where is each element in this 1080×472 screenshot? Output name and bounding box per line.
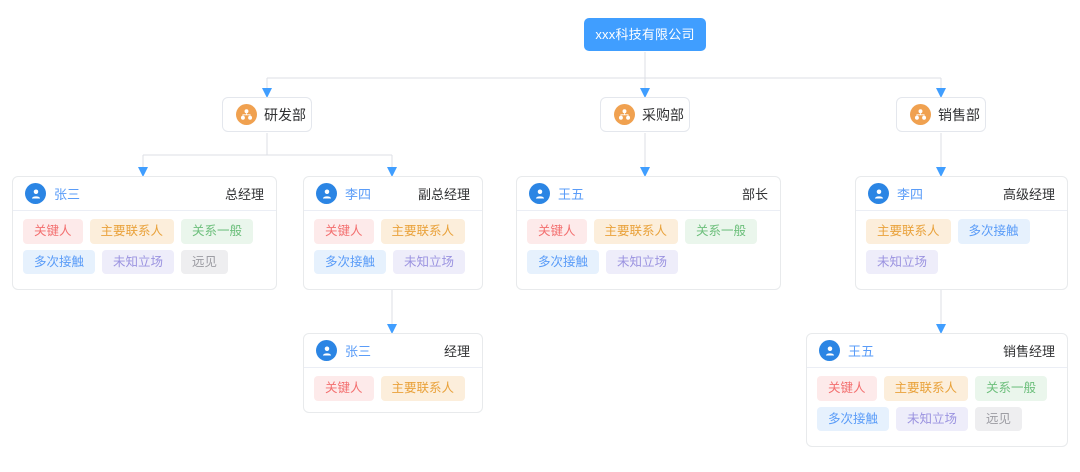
user-avatar-icon [868,183,889,204]
person-card-header: 李四 高级经理 [856,177,1067,211]
person-card-header: 张三 经理 [304,334,482,368]
dept-node-label: 研发部 [264,106,306,123]
person-card-header: 张三 总经理 [13,177,276,211]
person-tag-list: 关键人 主要联系人 关系一般 多次接触 未知立场 远见 [807,368,1067,440]
person-card-p5[interactable]: 张三 经理 关键人 主要联系人 [303,333,483,413]
person-title: 副总经理 [417,187,470,202]
user-avatar-icon [819,340,840,361]
tag-main-contact[interactable]: 主要联系人 [89,219,175,244]
tag-multiple-contact[interactable]: 多次接触 [23,249,96,274]
person-title: 经理 [443,344,470,359]
person-name: 王五 [558,187,585,202]
tag-multiple-contact[interactable]: 多次接触 [527,249,600,274]
person-name: 张三 [54,187,81,202]
person-card-p3[interactable]: 王五 部长 关键人 主要联系人 关系一般 多次接触 未知立场 [516,176,781,290]
org-tree-icon [614,104,635,125]
user-avatar-icon [25,183,46,204]
person-card-p6[interactable]: 王五 销售经理 关键人 主要联系人 关系一般 多次接触 未知立场 远见 [806,333,1068,447]
dept-node-purchasing[interactable]: 采购部 [600,97,690,132]
tag-main-contact[interactable]: 主要联系人 [380,376,466,401]
person-tag-list: 关键人 主要联系人 关系一般 多次接触 未知立场 远见 [13,211,276,283]
person-name: 李四 [897,187,924,202]
tag-key-person[interactable]: 关键人 [527,219,587,244]
tag-unknown-stance[interactable]: 未知立场 [393,249,466,274]
person-card-header: 王五 销售经理 [807,334,1067,368]
tag-multiple-contact[interactable]: 多次接触 [817,406,890,431]
dept-node-rd[interactable]: 研发部 [222,97,312,132]
user-avatar-icon [316,183,337,204]
root-node-company[interactable]: xxx科技有限公司 [584,18,706,51]
person-card-header: 李四 副总经理 [304,177,482,211]
person-tag-list: 关键人 主要联系人 [304,368,482,410]
tag-main-contact[interactable]: 主要联系人 [380,219,466,244]
org-tree-icon [910,104,931,125]
root-node-label: xxx科技有限公司 [595,27,695,42]
person-name: 王五 [848,344,875,359]
tag-normal-relation[interactable]: 关系一般 [685,219,758,244]
tag-multiple-contact[interactable]: 多次接触 [314,249,387,274]
tag-unknown-stance[interactable]: 未知立场 [866,249,939,274]
dept-node-label: 销售部 [938,106,980,123]
person-tag-list: 关键人 主要联系人 关系一般 多次接触 未知立场 [517,211,780,283]
tag-normal-relation[interactable]: 关系一般 [975,376,1048,401]
person-card-p2[interactable]: 李四 副总经理 关键人 主要联系人 多次接触 未知立场 [303,176,483,290]
person-title: 高级经理 [1002,187,1055,202]
person-card-p1[interactable]: 张三 总经理 关键人 主要联系人 关系一般 多次接触 未知立场 远见 [12,176,277,290]
dept-node-label: 采购部 [642,106,684,123]
user-avatar-icon [529,183,550,204]
person-card-p4[interactable]: 李四 高级经理 主要联系人 多次接触 未知立场 [855,176,1068,290]
tag-unknown-stance[interactable]: 未知立场 [606,249,679,274]
person-title: 销售经理 [1002,344,1055,359]
person-card-header: 王五 部长 [517,177,780,211]
tag-key-person[interactable]: 关键人 [314,376,374,401]
tag-normal-relation[interactable]: 关系一般 [181,219,254,244]
tag-key-person[interactable]: 关键人 [817,376,877,401]
tag-visionary[interactable]: 远见 [181,249,229,274]
user-avatar-icon [316,340,337,361]
dept-node-sales[interactable]: 销售部 [896,97,986,132]
person-name: 李四 [345,187,372,202]
tag-visionary[interactable]: 远见 [975,406,1023,431]
tag-unknown-stance[interactable]: 未知立场 [102,249,175,274]
tag-key-person[interactable]: 关键人 [314,219,374,244]
tag-key-person[interactable]: 关键人 [23,219,83,244]
person-name: 张三 [345,344,372,359]
person-title: 部长 [741,187,768,202]
tag-main-contact[interactable]: 主要联系人 [866,219,951,244]
tag-unknown-stance[interactable]: 未知立场 [896,406,969,431]
tag-main-contact[interactable]: 主要联系人 [593,219,679,244]
person-tag-list: 主要联系人 多次接触 未知立场 [856,211,1067,283]
tag-main-contact[interactable]: 主要联系人 [883,376,969,401]
tag-multiple-contact[interactable]: 多次接触 [957,219,1030,244]
person-title: 总经理 [224,187,264,202]
person-tag-list: 关键人 主要联系人 多次接触 未知立场 [304,211,482,283]
org-tree-icon [236,104,257,125]
